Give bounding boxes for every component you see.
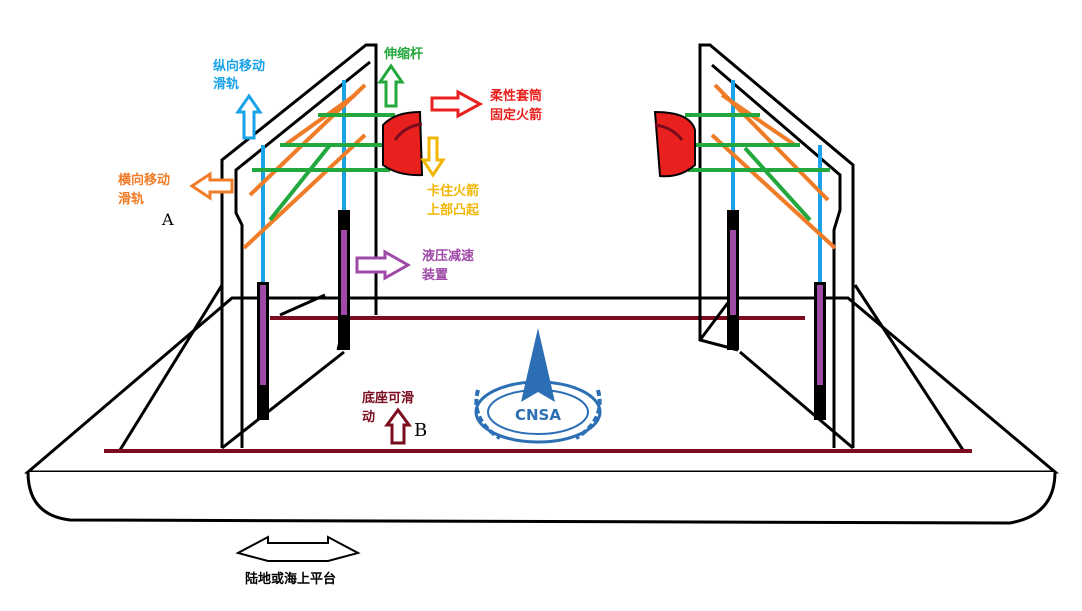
lateral-rail-arrow-icon bbox=[189, 171, 234, 201]
label-longitudinal-rail-line2: 滑轨 bbox=[213, 76, 239, 92]
label-flexible-sleeve-line2: 固定火箭 bbox=[490, 107, 542, 123]
platform-hull bbox=[23, 284, 1060, 525]
longitudinal-rail-arrow-icon bbox=[235, 93, 263, 140]
right-telescopic-rods bbox=[685, 113, 830, 222]
platform-arrow-icon bbox=[235, 535, 361, 562]
right-hydraulic-dampers bbox=[727, 210, 826, 420]
left-flexible-sleeve bbox=[382, 110, 424, 177]
marker-a: A bbox=[161, 210, 174, 229]
label-longitudinal-rail-line1: 纵向移动 bbox=[213, 58, 265, 74]
label-platform: 陆地或海上平台 bbox=[245, 571, 336, 587]
label-sliding-base-line1: 底座可滑 bbox=[362, 390, 414, 406]
cnsa-logo: CNSA bbox=[474, 328, 602, 444]
label-lateral-rail: 横向移动 滑轨 bbox=[118, 172, 170, 207]
label-hydraulic-damper: 液压减速 装置 bbox=[421, 248, 474, 283]
label-hydraulic-damper-line1: 液压减速 bbox=[422, 248, 474, 264]
left-frame bbox=[220, 43, 378, 450]
label-lateral-rail-line2: 滑轨 bbox=[118, 191, 144, 207]
hydraulic-damper-arrow-icon bbox=[355, 249, 412, 281]
label-sliding-base-line2: 动 bbox=[362, 410, 375, 425]
left-lateral-rails bbox=[242, 83, 367, 250]
label-clamp-rocket-line1: 卡住火箭 bbox=[427, 183, 479, 199]
marker-b: B bbox=[414, 420, 427, 441]
label-telescopic-rod: 伸缩杆 bbox=[383, 46, 423, 62]
label-sliding-base: 底座可滑 动 bbox=[362, 390, 414, 425]
clamp-rocket-arrow-icon bbox=[420, 136, 446, 178]
label-longitudinal-rail: 纵向移动 滑轨 bbox=[213, 58, 265, 92]
right-flexible-sleeve bbox=[653, 110, 696, 178]
label-flexible-sleeve-line1: 柔性套筒 bbox=[489, 88, 542, 104]
left-hydraulic-dampers bbox=[257, 210, 350, 420]
flexible-sleeve-arrow-icon bbox=[430, 89, 484, 119]
left-telescopic-rods bbox=[252, 113, 395, 222]
label-clamp-rocket: 卡住火箭 上部凸起 bbox=[427, 183, 480, 218]
label-flexible-sleeve: 柔性套筒 固定火箭 bbox=[489, 88, 542, 123]
label-clamp-rocket-line2: 上部凸起 bbox=[427, 202, 480, 218]
right-frame bbox=[698, 43, 855, 450]
telescopic-rod-arrow-icon bbox=[377, 63, 405, 108]
label-hydraulic-damper-line2: 装置 bbox=[421, 267, 448, 283]
sliding-base-arrow-icon bbox=[384, 407, 412, 445]
logo-text: CNSA bbox=[515, 406, 561, 424]
label-lateral-rail-line1: 横向移动 bbox=[118, 172, 170, 188]
right-lateral-rails bbox=[710, 83, 837, 250]
